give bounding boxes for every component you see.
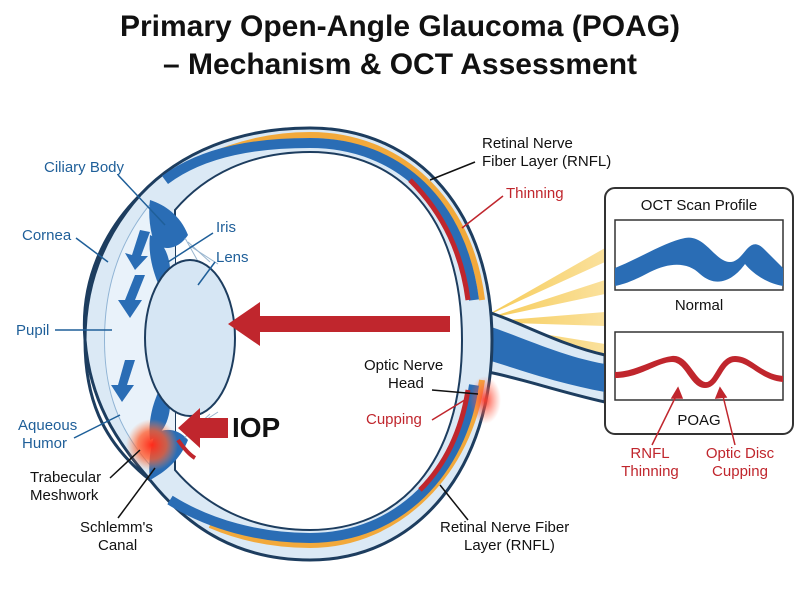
label-aqueous-line-1: Aqueous: [18, 417, 77, 434]
label-thinning: Thinning: [506, 185, 564, 202]
oct-rnfl-thinning-line-2: Thinning: [621, 463, 679, 480]
oct-normal-label: Normal: [675, 297, 723, 314]
aqueous-flow-arrows: [111, 230, 150, 402]
oct-rnfl-thinning-line-1: RNFL: [630, 445, 669, 462]
label-rnfl-bottom-line-2: Layer (RNFL): [464, 537, 555, 554]
label-cornea: Cornea: [22, 227, 72, 244]
diagram-title: Primary Open-Angle Glaucoma (POAG) – Mec…: [0, 8, 800, 84]
optic-disc-cupping-glow: [469, 376, 501, 424]
trabecular-meshwork-blockage: [126, 419, 178, 471]
title-line-2: – Mechanism & OCT Assessment: [162, 48, 638, 81]
oct-poag-highlight: [679, 377, 689, 383]
oct-poag-profile: [615, 355, 783, 388]
oct-panel-title: OCT Scan Profile: [641, 197, 757, 214]
label-trabecular-line-2: Meshwork: [30, 487, 99, 504]
label-cupping: Cupping: [366, 411, 422, 428]
lens-shape: [144, 259, 236, 417]
label-iop: IOP: [232, 412, 280, 443]
leader-lines: [55, 161, 504, 521]
iop-arrow: [176, 408, 228, 460]
label-trabecular-line-1: Trabecular: [30, 469, 101, 486]
label-aqueous-line-2: Humor: [22, 435, 67, 452]
oct-disc-cupping-line-2: Cupping: [712, 463, 768, 480]
label-schlemm-line-2: Canal: [98, 537, 137, 554]
label-pupil: Pupil: [16, 322, 49, 339]
label-lens: Lens: [216, 249, 249, 266]
label-schlemm-line-1: Schlemm's: [80, 519, 153, 536]
label-rnfl-bottom-line-1: Retinal Nerve Fiber: [440, 519, 569, 536]
oct-finding-arrows: [651, 386, 736, 446]
optic-nerve: [486, 309, 607, 404]
label-rnfl-top-line-2: Fiber Layer (RNFL): [482, 153, 611, 170]
title-line-1: Primary Open-Angle Glaucoma (POAG): [119, 10, 681, 43]
scan-direction-arrow: [228, 302, 450, 346]
label-rnfl-top-line-1: Retinal Nerve: [482, 135, 573, 152]
label-iris: Iris: [216, 219, 236, 236]
oct-disc-cupping-line-1: Optic Disc: [706, 445, 775, 462]
label-optic-nerve-head-line-1: Optic Nerve: [364, 357, 443, 374]
label-optic-nerve-head-line-2: Head: [388, 375, 424, 392]
oct-poag-label: POAG: [677, 412, 720, 429]
oct-scan-panel: OCT Scan Profile Normal POAG: [604, 187, 794, 435]
oct-normal-profile: [615, 237, 783, 286]
label-ciliary-body: Ciliary Body: [44, 159, 125, 176]
